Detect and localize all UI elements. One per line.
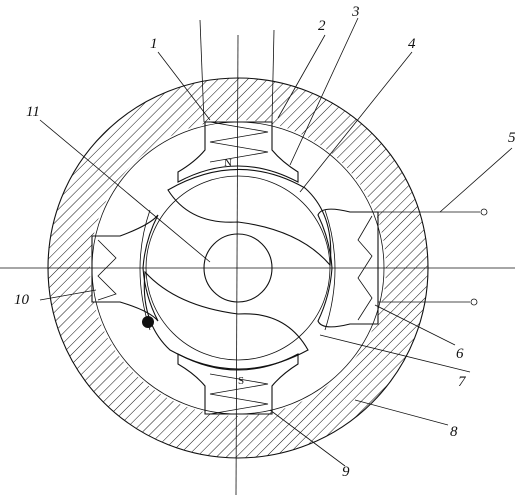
inner-left-arc	[139, 209, 151, 331]
north-pole-label: N	[224, 157, 232, 169]
south-pole-label: S	[238, 375, 244, 387]
label-4: 4	[408, 36, 416, 52]
terminal-leads	[378, 208, 488, 306]
label-9: 9	[342, 464, 350, 480]
label-1: 1	[150, 36, 158, 52]
label-7: 7	[458, 374, 467, 390]
leader-lines	[39, 17, 513, 467]
label-5: 5	[508, 130, 516, 146]
centre-lines	[0, 19, 515, 496]
label-3: 3	[351, 4, 360, 20]
label-11: 11	[26, 104, 40, 120]
label-8: 8	[450, 424, 458, 440]
inner-right-arc	[324, 209, 336, 331]
label-2: 2	[318, 18, 326, 34]
coil-windings	[97, 121, 373, 415]
label-10: 10	[14, 292, 30, 308]
label-6: 6	[456, 346, 464, 362]
